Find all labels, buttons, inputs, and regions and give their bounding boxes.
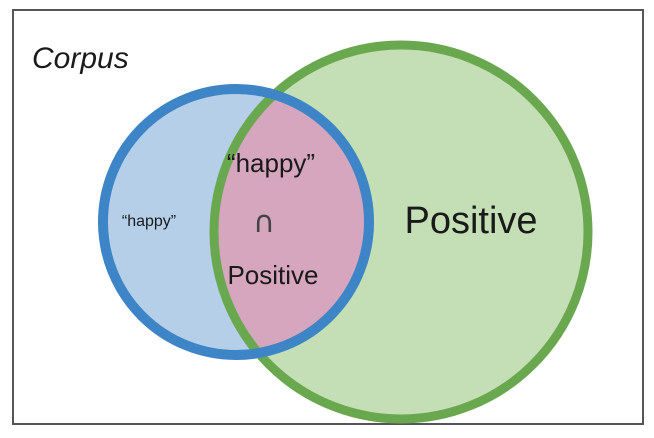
- intersection-happy-label: “happy”: [227, 148, 315, 178]
- intersection-symbol: ∩: [253, 205, 275, 240]
- corpus-label: Corpus: [32, 42, 129, 75]
- intersection-positive-label: Positive: [227, 260, 318, 290]
- positive-circle-border: [209, 40, 593, 424]
- happy-only-label: “happy”: [122, 213, 176, 230]
- intersection-region: [214, 89, 369, 355]
- happy-circle-border: [98, 84, 374, 360]
- positive-label: Positive: [404, 200, 537, 242]
- corpus-frame: [12, 9, 644, 425]
